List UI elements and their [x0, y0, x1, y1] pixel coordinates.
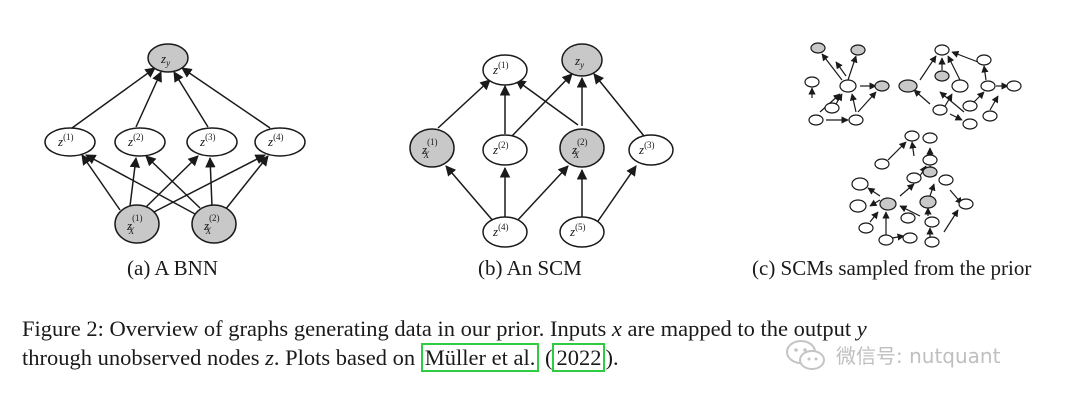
subcaption-b: (b) An SCM	[478, 256, 582, 280]
figure-caption: Figure 2: Overview of graphs generating …	[22, 314, 1072, 372]
wechat-icon	[786, 340, 825, 370]
panel-c-sampled-scms	[804, 42, 1022, 248]
math-x: x	[611, 316, 622, 341]
panel-b-labels: z(1) zy z(1)X z(2) z(2)X z(3) z(4) z(5)	[421, 53, 655, 239]
citation-year-link[interactable]: 2022	[552, 343, 606, 372]
caption-text-5: (	[539, 345, 553, 370]
subcaption-a: (a) A BNN	[127, 256, 218, 280]
math-z: z	[265, 345, 274, 370]
caption-text-2: are mapped to the output	[621, 316, 857, 341]
caption-text-6: ).	[605, 345, 619, 370]
svg-text:zy: zy	[160, 51, 170, 68]
citation-author-link[interactable]: Müller et al.	[420, 343, 540, 372]
panel-b-scm	[409, 43, 674, 248]
panel-a-bnn	[44, 43, 306, 244]
caption-text-1: Figure 2: Overview of graphs generating …	[22, 316, 612, 341]
svg-text:zy: zy	[574, 53, 584, 70]
caption-text-4: . Plots based on	[273, 345, 421, 370]
watermark-text: 微信号: nutquant	[836, 344, 1001, 368]
math-y: y	[856, 316, 867, 341]
subcaption-c: (c) SCMs sampled from the prior	[752, 256, 1032, 280]
caption-text-3: through unobserved nodes	[22, 345, 266, 370]
figure-graphs: zy z(1) z(2) z(3) z(4) z(1)X z(2)X z(1) …	[44, 42, 1022, 248]
